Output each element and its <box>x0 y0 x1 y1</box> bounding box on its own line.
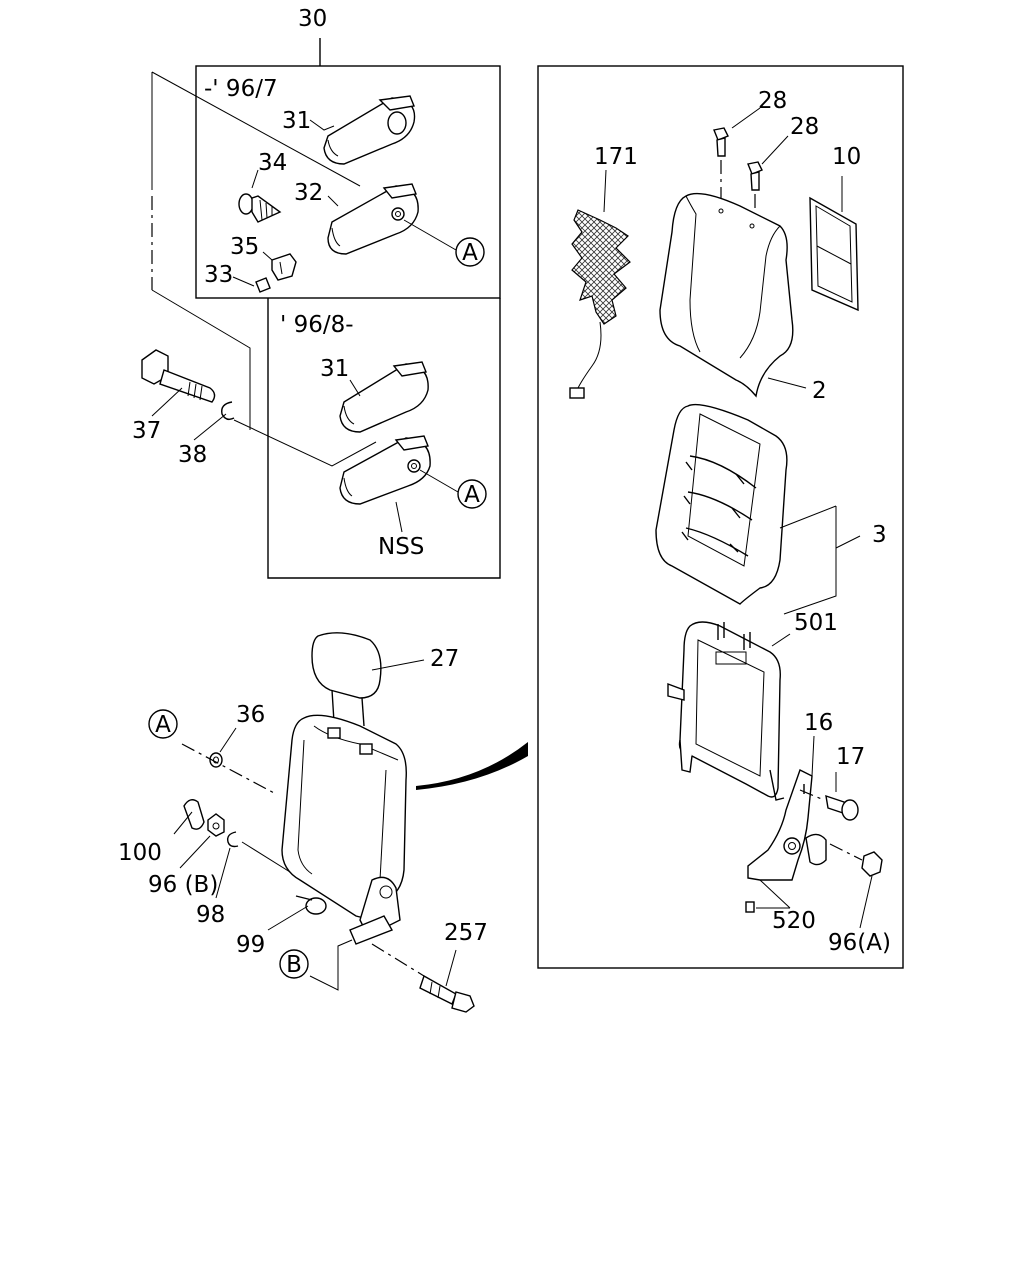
panel-10 <box>809 196 859 312</box>
label-96a: 96(A) <box>828 930 891 956</box>
svg-text:A: A <box>462 240 478 266</box>
label-38: 38 <box>178 442 207 468</box>
frame-seatback-detail <box>537 65 904 969</box>
label-37: 37 <box>132 418 161 444</box>
svg-text:A: A <box>464 482 480 508</box>
part-labels: 30 -' 96/7 31 32 34 35 33 ' 96/8- 31 NSS… <box>118 6 891 958</box>
leader-32-bracket <box>151 71 361 187</box>
label-range-late: ' 96/8- <box>280 312 354 338</box>
seatback-cover-2 <box>659 192 794 398</box>
bolt-28-a <box>713 127 729 210</box>
label-32: 32 <box>294 180 323 206</box>
frame-late-model <box>267 298 501 579</box>
callout-a-nss: A <box>457 479 487 509</box>
label-36: 36 <box>236 702 265 728</box>
label-99: 99 <box>236 932 265 958</box>
leader-b <box>309 939 353 991</box>
label-96b: 96 (B) <box>148 872 218 898</box>
seatback-frame-501 <box>667 621 785 801</box>
callout-a-upper: A <box>455 237 485 267</box>
svg-text:B: B <box>286 952 302 978</box>
armrest-frame-group <box>151 38 501 579</box>
label-100: 100 <box>118 840 162 866</box>
leader-lines <box>151 107 873 987</box>
label-34: 34 <box>258 150 287 176</box>
nut-96b <box>207 813 225 837</box>
label-nss: NSS <box>378 534 424 560</box>
armrest-31-early <box>323 95 416 165</box>
connector-arc <box>416 742 528 790</box>
label-33: 33 <box>204 262 233 288</box>
bolt-37 <box>141 349 216 403</box>
label-520: 520 <box>772 908 816 934</box>
label-501: 501 <box>794 610 838 636</box>
label-range-early: -' 96/7 <box>204 76 278 102</box>
callout-a-lower: A <box>148 709 178 739</box>
seatback-assembly <box>281 714 407 945</box>
svg-text:A: A <box>155 712 171 738</box>
armrest-31-late <box>339 361 429 433</box>
label-98: 98 <box>196 902 225 928</box>
armrest-32 <box>327 183 419 255</box>
nut-96a <box>829 843 883 877</box>
bracket-lower <box>151 289 251 430</box>
label-3: 3 <box>872 522 887 548</box>
washer-98 <box>226 831 239 848</box>
label-16: 16 <box>804 710 833 736</box>
axis-line-a <box>181 743 277 795</box>
frame-early-model <box>195 65 501 299</box>
label-10: 10 <box>832 144 861 170</box>
headrest-27 <box>311 632 382 727</box>
bolt-257 <box>371 943 475 1013</box>
label-31-early: 31 <box>282 108 311 134</box>
label-28-a: 28 <box>758 88 787 114</box>
armrest-nss <box>233 419 431 505</box>
label-35: 35 <box>230 234 259 260</box>
label-2: 2 <box>812 378 827 404</box>
label-17: 17 <box>836 744 865 770</box>
label-257: 257 <box>444 920 488 946</box>
label-27: 27 <box>430 646 459 672</box>
screw-34 <box>238 193 282 223</box>
callout-b: B <box>279 949 309 979</box>
washer-38 <box>221 401 235 421</box>
heater-171 <box>569 209 631 399</box>
label-28-b: 28 <box>790 114 819 140</box>
cap-33 <box>255 277 271 293</box>
cover-100 <box>183 799 205 830</box>
label-171: 171 <box>594 144 638 170</box>
pin-520 <box>745 901 755 913</box>
label-31-late: 31 <box>320 356 349 382</box>
label-30: 30 <box>298 6 327 32</box>
leader-98-axis <box>241 841 291 873</box>
bolt-17 <box>799 789 859 821</box>
clip-35 <box>271 253 297 281</box>
bolt-28-b <box>747 161 763 224</box>
bolt-99 <box>295 895 327 915</box>
nut-36 <box>209 752 223 768</box>
seatback-pad-3 <box>655 403 788 605</box>
